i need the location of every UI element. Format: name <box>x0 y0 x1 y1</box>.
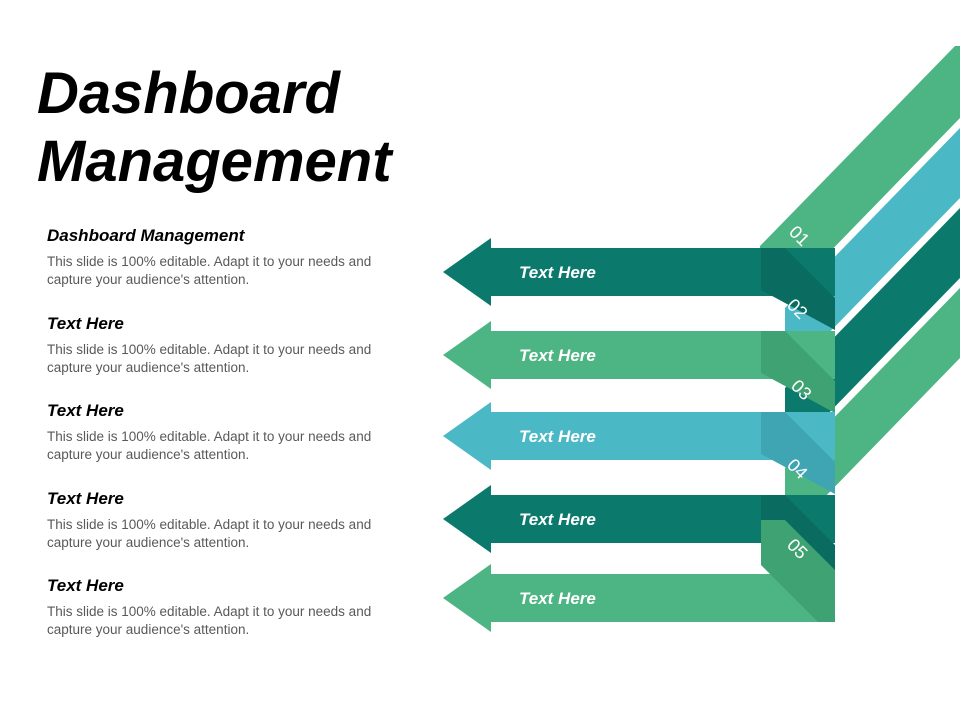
text-item-5: Text Here This slide is 100% editable. A… <box>47 576 407 639</box>
arrow-2-label: Text Here <box>519 346 596 365</box>
arrow-2-fold <box>761 331 835 413</box>
item-heading: Text Here <box>47 314 124 333</box>
arrow-3-body <box>443 402 835 470</box>
arrow-5-body <box>443 564 835 632</box>
arrow-4-label: Text Here <box>519 510 596 529</box>
arrow-3-label: Text Here <box>519 427 596 446</box>
item-body: This slide is 100% editable. Adapt it to… <box>47 254 372 287</box>
arrow-1: Text Here 01 <box>443 222 835 330</box>
text-item-3: Text Here This slide is 100% editable. A… <box>47 401 407 464</box>
diagonal-ribbon-1 <box>760 46 960 278</box>
text-item-2: Text Here This slide is 100% editable. A… <box>47 314 407 377</box>
item-heading: Text Here <box>47 576 124 595</box>
item-heading: Text Here <box>47 489 124 508</box>
item-body: This slide is 100% editable. Adapt it to… <box>47 429 372 462</box>
arrow-5-fold <box>761 520 835 622</box>
arrow-3: Text Here 03 <box>443 376 835 494</box>
item-heading: Text Here <box>47 401 124 420</box>
arrow-1-label: Text Here <box>519 263 596 282</box>
item-body: This slide is 100% editable. Adapt it to… <box>47 517 372 550</box>
arrow-2: Text Here 02 <box>443 295 835 413</box>
text-item-1: Dashboard Management This slide is 100% … <box>47 226 407 289</box>
item-body: This slide is 100% editable. Adapt it to… <box>47 342 372 375</box>
arrow-2-body <box>443 321 835 389</box>
slide-title: Dashboard Management <box>37 60 457 196</box>
title-line-1: Dashboard <box>37 61 340 126</box>
arrow-1-fold <box>761 248 835 330</box>
arrow-3-fold <box>761 412 835 494</box>
title-line-2: Management <box>37 129 392 194</box>
arrow-4-body <box>443 485 835 553</box>
arrow-1-body <box>443 238 835 306</box>
item-heading: Dashboard Management <box>47 226 245 245</box>
arrow-5: Text Here 05 <box>443 520 835 632</box>
text-item-4: Text Here This slide is 100% editable. A… <box>47 489 407 552</box>
item-body: This slide is 100% editable. Adapt it to… <box>47 604 372 637</box>
arrow-5-label: Text Here <box>519 589 596 608</box>
